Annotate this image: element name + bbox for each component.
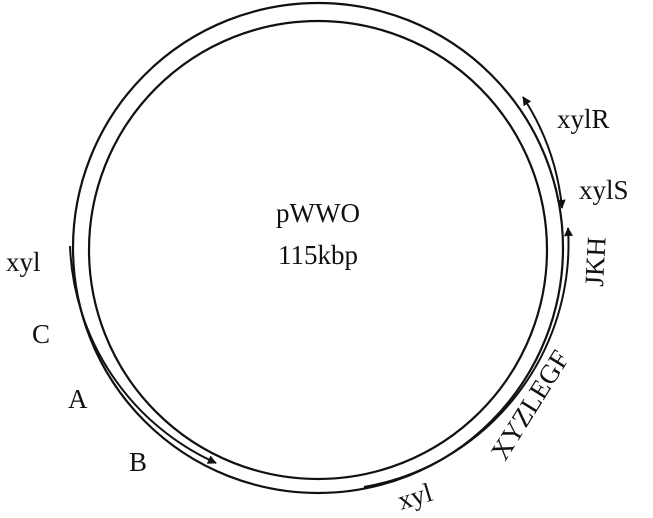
meta-operon-genes-2-label: JKH bbox=[579, 236, 612, 287]
regulator-label-xylr: xylR bbox=[557, 104, 610, 134]
inner-plasmid-ring bbox=[87, 19, 549, 481]
gene-label-b: B bbox=[129, 447, 147, 477]
outer-plasmid-ring bbox=[71, 1, 565, 495]
meta-operon-genes-label: XYZLEGF bbox=[485, 345, 576, 465]
meta-operon-prefix-label: xyl bbox=[394, 477, 436, 516]
regulator-label-xyls: xylS bbox=[579, 175, 629, 205]
plasmid-size: 115kbp bbox=[278, 240, 358, 270]
meta-operon-arrow bbox=[363, 227, 573, 488]
plasmid-name: pWWO bbox=[276, 198, 360, 228]
gene-label-a: A bbox=[68, 384, 88, 414]
upper-operon-arrow bbox=[69, 245, 217, 464]
regulator-double-arrow bbox=[522, 96, 566, 209]
gene-label-c: C bbox=[32, 319, 50, 349]
upper-operon-prefix-label: xyl bbox=[6, 247, 41, 277]
